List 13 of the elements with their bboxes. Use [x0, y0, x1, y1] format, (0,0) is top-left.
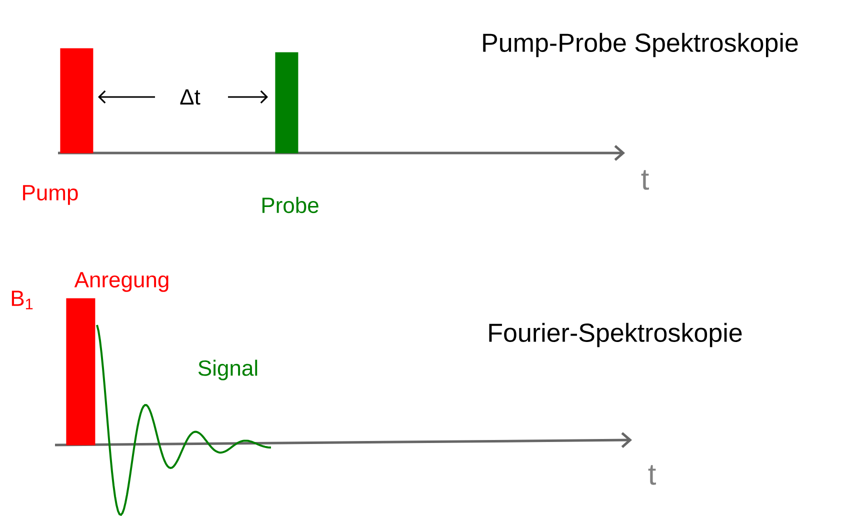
- pulse-label: Anregung: [74, 272, 168, 292]
- pulse-label: Probe: [262, 196, 318, 214]
- pulse-label: Pump: [23, 185, 78, 205]
- pulse-label: B$_{1}$: [12, 290, 33, 310]
- axis-label: t: [648, 465, 656, 485]
- signal-label: Signal: [198, 360, 258, 380]
- heading: Pump-Probe Spektroskopie: [483, 32, 798, 58]
- heading: Fourier-Spektroskopie: [489, 322, 742, 348]
- pulse-bar: [275, 52, 298, 154]
- pulse-bar: [66, 298, 96, 446]
- axis-label: t: [641, 170, 649, 190]
- interval-label: Δt: [180, 89, 200, 105]
- pulse-bar: [60, 48, 94, 154]
